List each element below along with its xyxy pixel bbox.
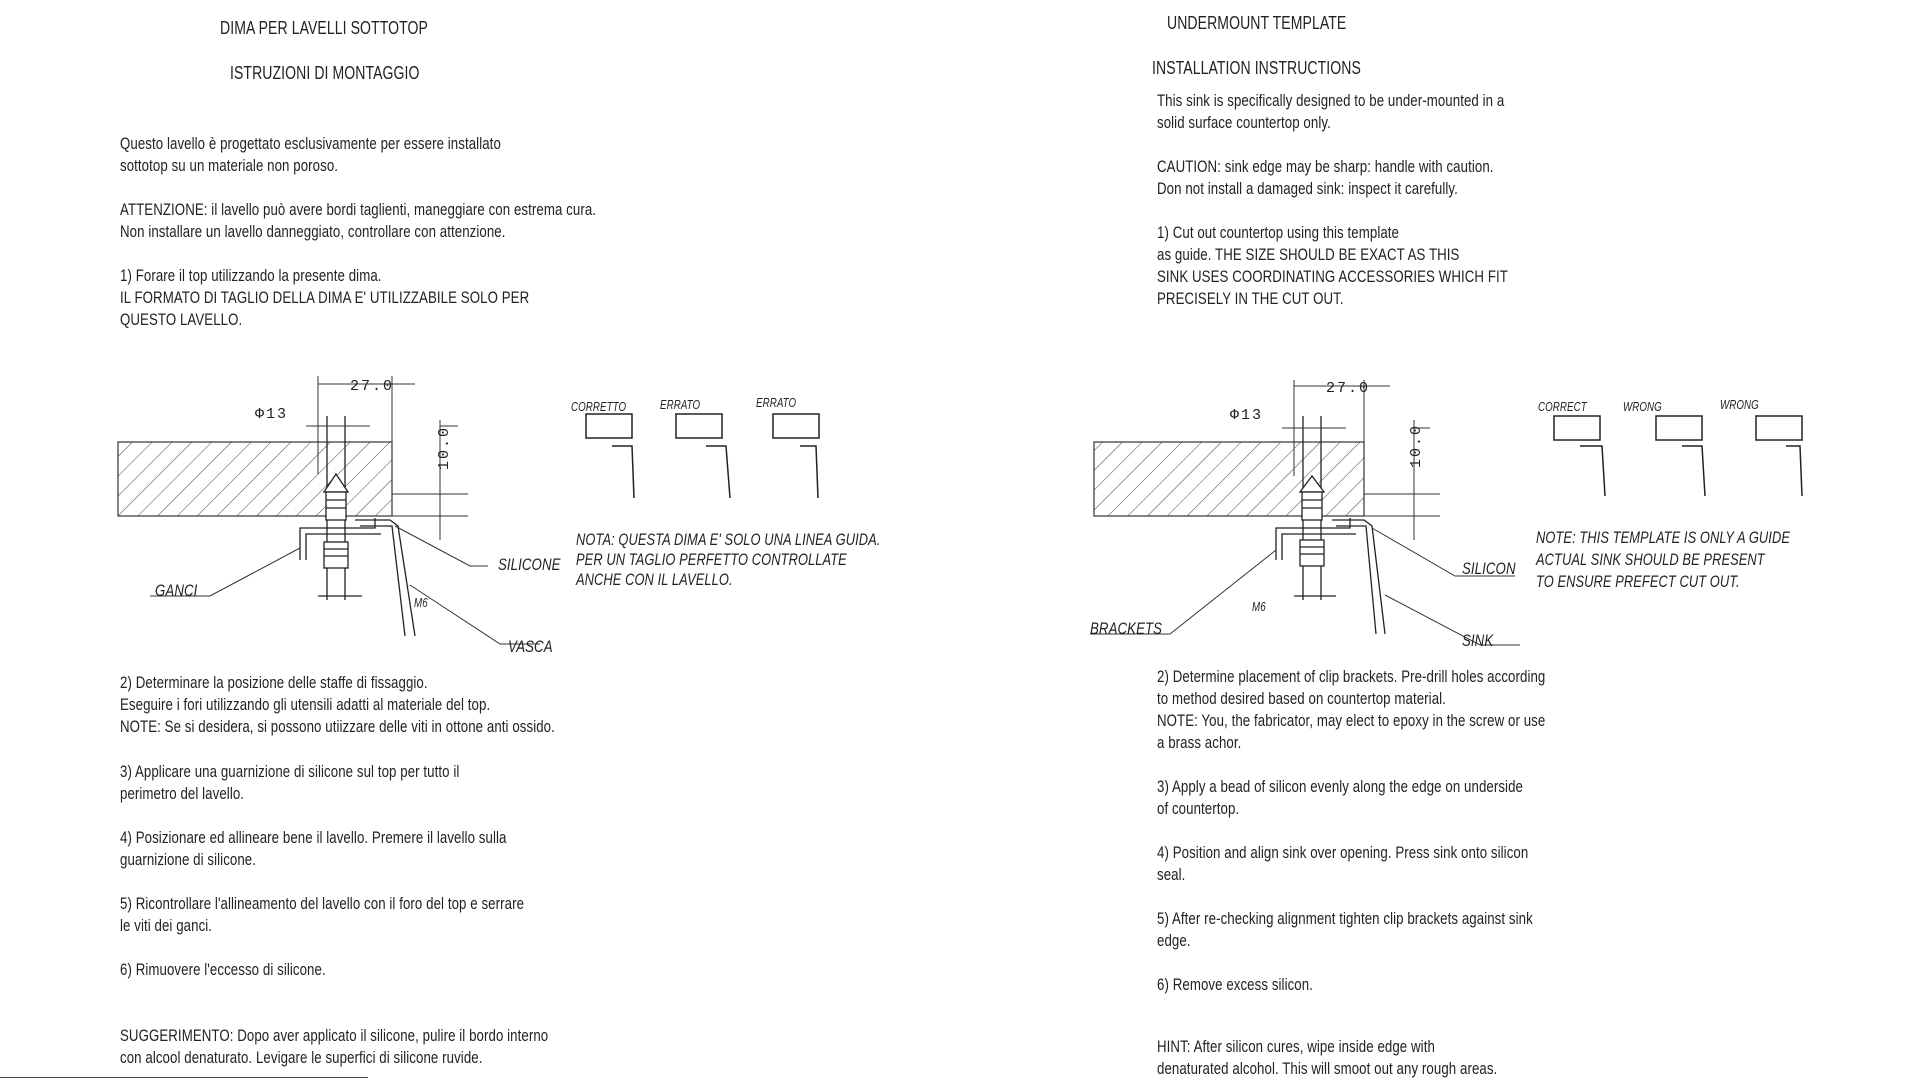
dimensions-it: [306, 376, 468, 540]
hooks-label-it: GANCI: [155, 581, 198, 600]
leader-lines-en: [1090, 527, 1520, 646]
step-line: edge.: [1157, 931, 1191, 950]
step-line: 1) Forare il top utilizzando la presente…: [120, 266, 382, 285]
step-line: 6) Remove excess silicon.: [1157, 975, 1313, 994]
edge-samples-en: [1553, 415, 1803, 497]
step-line: 2) Determinare la posizione delle staffe…: [120, 673, 428, 692]
bowl-label-it: VASCA: [508, 637, 553, 656]
step-line: 5) After re-checking alignment tighten c…: [1157, 909, 1533, 928]
step-line: perimetro del lavello.: [120, 784, 245, 803]
step-line: 1) Cut out countertop using this templat…: [1157, 223, 1400, 242]
screw-bracket-en: [1275, 416, 1386, 635]
caution-line: ATTENZIONE: il lavello può avere bordi t…: [120, 200, 597, 219]
diameter-dimension-en: Φ13: [1230, 407, 1264, 424]
step-line: PRECISELY IN THE CUT OUT.: [1157, 289, 1344, 308]
hint-line: SUGGERIMENTO: Dopo aver applicato il sil…: [120, 1026, 549, 1045]
note-line: ACTUAL SINK SHOULD BE PRESENT: [1536, 551, 1765, 569]
note-line: NOTE: THIS TEMPLATE IS ONLY A GUIDE: [1536, 529, 1790, 547]
hint-line: denaturated alcohol. This will smoot out…: [1157, 1059, 1498, 1078]
step-line: 3) Applicare una guarnizione di silicone…: [120, 762, 460, 781]
height-dimension-en: 10.0: [1408, 423, 1425, 468]
step-line: a brass achor.: [1157, 733, 1242, 752]
wrong-label-it: ERRATO: [756, 396, 797, 410]
intro-line: This sink is specifically designed to be…: [1157, 91, 1505, 110]
step-line: 6) Rimuovere l'eccesso di silicone.: [120, 960, 326, 979]
edge-samples-it: [585, 413, 820, 499]
wrong-label-en: WRONG: [1623, 400, 1662, 414]
step-line: 3) Apply a bead of silicon evenly along …: [1157, 777, 1523, 796]
subtitle-en: INSTALLATION INSTRUCTIONS: [1152, 58, 1361, 78]
caution-line: Don not install a damaged sink: inspect …: [1157, 179, 1458, 198]
screw-bracket-it: [299, 416, 416, 637]
diameter-dimension-it: Φ13: [255, 406, 289, 423]
step-line: of countertop.: [1157, 799, 1240, 818]
screw-label-it: M6: [414, 596, 428, 610]
step-line: seal.: [1157, 865, 1186, 884]
leader-lines-it: [150, 525, 540, 645]
correct-label-en: CORRECT: [1538, 400, 1587, 414]
note-line: NOTA: QUESTA DIMA E' SOLO UNA LINEA GUID…: [576, 531, 881, 549]
divider-line: [0, 1077, 368, 1078]
intro-line: sottotop su un materiale non poroso.: [120, 156, 339, 175]
page-title-en: UNDERMOUNT TEMPLATE: [1167, 13, 1347, 33]
width-dimension-it: 27.0: [350, 378, 395, 395]
step-line: to method desired based on countertop ma…: [1157, 689, 1446, 708]
screw-label-en: M6: [1252, 600, 1266, 614]
step-line: as guide. THE SIZE SHOULD BE EXACT AS TH…: [1157, 245, 1460, 264]
intro-line: solid surface countertop only.: [1157, 113, 1331, 132]
step-line: QUESTO LAVELLO.: [120, 310, 243, 329]
step-line: 4) Posizionare ed allineare bene il lave…: [120, 828, 507, 847]
dimensions-en: [1282, 380, 1440, 540]
silicone-label-it: SILICONE: [498, 555, 561, 574]
subtitle-it: ISTRUZIONI DI MONTAGGIO: [230, 63, 420, 83]
page-title-it: DIMA PER LAVELLI SOTTOTOP: [220, 18, 428, 38]
silicon-label-en: SILICON: [1462, 559, 1516, 578]
step-line: Eseguire i fori utilizzando gli utensili…: [120, 695, 491, 714]
note-line: PER UN TAGLIO PERFETTO CONTROLLATE: [576, 551, 847, 569]
width-dimension-en: 27.0: [1326, 380, 1371, 397]
step-line: le viti dei ganci.: [120, 916, 213, 935]
step-line: 4) Position and align sink over opening.…: [1157, 843, 1529, 862]
wrong-label-en: WRONG: [1720, 398, 1759, 412]
step-line: SINK USES COORDINATING ACCESSORIES WHICH…: [1157, 267, 1508, 286]
caution-line: CAUTION: sink edge may be sharp: handle …: [1157, 157, 1494, 176]
intro-line: Questo lavello è progettato esclusivamen…: [120, 134, 501, 153]
countertop-section-en: [1093, 441, 1365, 517]
caution-line: Non installare un lavello danneggiato, c…: [120, 222, 506, 241]
hint-line: con alcool denaturato. Levigare le super…: [120, 1048, 483, 1067]
note-line: TO ENSURE PREFECT CUT OUT.: [1536, 573, 1740, 591]
brackets-label-en: BRACKETS: [1090, 619, 1163, 638]
step-line: 5) Ricontrollare l'allineamento del lave…: [120, 894, 525, 913]
sink-label-en: SINK: [1462, 631, 1494, 650]
step-line: 2) Determine placement of clip brackets.…: [1157, 667, 1546, 686]
hint-line: HINT: After silicon cures, wipe inside e…: [1157, 1037, 1435, 1056]
wrong-label-it: ERRATO: [660, 398, 701, 412]
step-line: IL FORMATO DI TAGLIO DELLA DIMA E' UTILI…: [120, 288, 530, 307]
step-line: NOTE: You, the fabricator, may elect to …: [1157, 711, 1546, 730]
correct-label-it: CORRETTO: [571, 400, 627, 414]
note-line: ANCHE CON IL LAVELLO.: [576, 571, 733, 589]
step-line: NOTE: Se si desidera, si possono utiizza…: [120, 717, 555, 736]
step-line: guarnizione di silicone.: [120, 850, 257, 869]
